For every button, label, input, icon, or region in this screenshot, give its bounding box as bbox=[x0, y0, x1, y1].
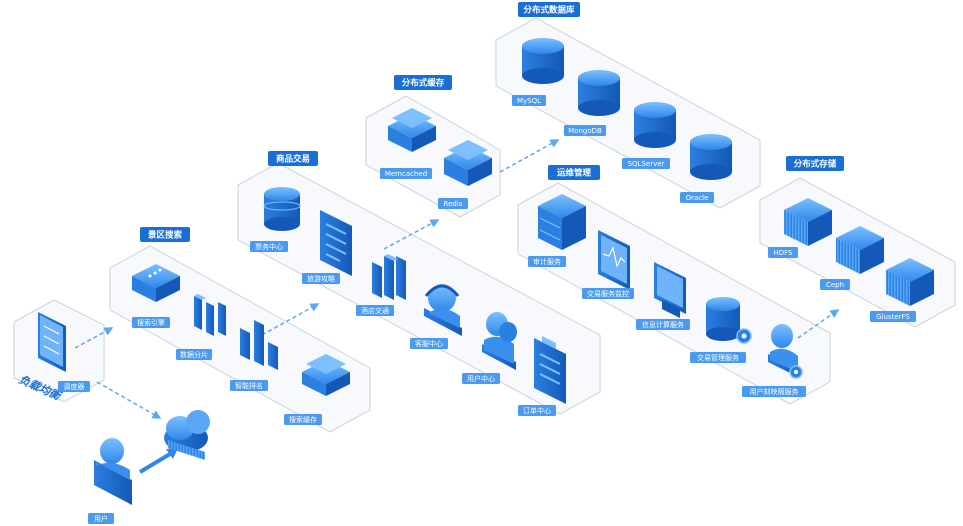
search-engine-icon[interactable] bbox=[132, 264, 180, 302]
tag-search-cache: 搜索缓存 bbox=[284, 414, 322, 425]
tag-glusterfs: GlusterFS bbox=[870, 311, 916, 322]
svg-text:客服中心: 客服中心 bbox=[415, 339, 443, 348]
tag-memcached: Memcached bbox=[380, 168, 432, 179]
tag-hotel-transport: 酒店交通 bbox=[356, 305, 394, 316]
connectors bbox=[74, 139, 840, 419]
header-scenic: 景区搜索 bbox=[140, 227, 190, 242]
svg-text:SQLServer: SQLServer bbox=[628, 160, 665, 168]
tag-ticket-center: 票务中心 bbox=[250, 241, 288, 252]
sqlserver-icon[interactable] bbox=[634, 102, 676, 148]
svg-text:用户刻映隔服务: 用户刻映隔服务 bbox=[750, 387, 799, 396]
svg-text:Redis: Redis bbox=[444, 200, 463, 208]
glusterfs-icon[interactable] bbox=[886, 258, 934, 306]
arrow-ops-to-storage bbox=[797, 309, 840, 339]
tag-audit-service: 审计服务 bbox=[528, 256, 566, 267]
svg-text:订单中心: 订单中心 bbox=[523, 406, 551, 415]
tag-travel-guide: 旅游攻略 bbox=[302, 273, 340, 284]
user-isolation-icon[interactable] bbox=[768, 324, 803, 379]
tag-data-shard: 数据分片 bbox=[176, 349, 212, 360]
svg-text:商品交易: 商品交易 bbox=[276, 154, 310, 165]
svg-text:Ceph: Ceph bbox=[826, 281, 844, 289]
svg-text:HDFS: HDFS bbox=[773, 249, 793, 257]
svg-text:智能排名: 智能排名 bbox=[235, 381, 263, 390]
tag-sqlserver: SQLServer bbox=[622, 158, 670, 169]
svg-text:Oracle: Oracle bbox=[686, 194, 709, 202]
mysql-icon[interactable] bbox=[522, 38, 564, 84]
header-commodity: 商品交易 bbox=[268, 151, 318, 166]
redis-icon[interactable] bbox=[444, 140, 492, 186]
tag-ranking: 智能排名 bbox=[230, 380, 268, 391]
svg-text:Memcached: Memcached bbox=[385, 170, 427, 178]
ceph-icon[interactable] bbox=[836, 226, 884, 274]
svg-text:审计服务: 审计服务 bbox=[533, 257, 561, 266]
tag-user-center: 用户中心 bbox=[462, 373, 500, 384]
tag-search-engine: 搜索引擎 bbox=[132, 317, 170, 328]
mongodb-icon[interactable] bbox=[578, 70, 620, 116]
arrow-scenic-to-commodity bbox=[261, 303, 320, 336]
cloud-icon[interactable] bbox=[164, 410, 210, 460]
header-storage: 分布式存储 bbox=[786, 156, 844, 171]
svg-text:用户中心: 用户中心 bbox=[467, 374, 495, 383]
tag-hdfs: HDFS bbox=[768, 247, 798, 258]
header-database: 分布式数据库 bbox=[518, 2, 580, 17]
hdfs-icon[interactable] bbox=[784, 198, 832, 246]
data-shard-icon[interactable] bbox=[194, 294, 226, 336]
svg-text:调度器: 调度器 bbox=[64, 382, 85, 391]
tag-user-isolation: 用户刻映隔服务 bbox=[742, 386, 806, 397]
svg-text:景区搜索: 景区搜索 bbox=[148, 230, 183, 241]
scheduler-icon[interactable] bbox=[38, 312, 66, 372]
svg-text:分布式缓存: 分布式缓存 bbox=[402, 78, 445, 89]
tag-oracle: Oracle bbox=[680, 192, 714, 203]
svg-text:信息计算服务: 信息计算服务 bbox=[642, 320, 684, 329]
user-center-icon[interactable] bbox=[482, 312, 517, 370]
arrow-cloud-to-scheduler bbox=[96, 381, 162, 419]
hotel-transport-icon[interactable] bbox=[372, 254, 406, 300]
tag-scheduler: 调度器 bbox=[58, 381, 90, 392]
ticket-center-icon[interactable] bbox=[263, 187, 301, 231]
tag-order-center: 订单中心 bbox=[518, 405, 556, 416]
tag-trade-management: 交易管理服务 bbox=[690, 352, 746, 363]
audit-service-icon[interactable] bbox=[538, 194, 586, 250]
tag-customer-service: 客服中心 bbox=[410, 338, 448, 349]
search-cache-icon[interactable] bbox=[302, 354, 350, 396]
tag-info-compute: 信息计算服务 bbox=[636, 319, 690, 330]
svg-text:交易服务监控: 交易服务监控 bbox=[587, 289, 629, 298]
tag-trade-monitor: 交易服务监控 bbox=[582, 288, 634, 299]
svg-text:数据分片: 数据分片 bbox=[180, 350, 208, 359]
tag-mongodb: MongoDB bbox=[564, 125, 606, 136]
svg-text:MongoDB: MongoDB bbox=[568, 127, 602, 135]
ranking-icon[interactable] bbox=[240, 320, 278, 370]
trade-management-icon[interactable] bbox=[706, 297, 752, 344]
trade-monitor-icon[interactable] bbox=[598, 230, 630, 290]
info-compute-icon[interactable] bbox=[654, 262, 686, 318]
svg-text:运维管理: 运维管理 bbox=[557, 168, 592, 179]
svg-text:搜索引擎: 搜索引擎 bbox=[137, 318, 165, 327]
arrow-user-to-cloud bbox=[138, 448, 178, 474]
svg-text:分布式数据库: 分布式数据库 bbox=[523, 5, 575, 16]
svg-text:交易管理服务: 交易管理服务 bbox=[697, 353, 739, 362]
header-ops: 运维管理 bbox=[548, 165, 600, 180]
svg-text:MySQL: MySQL bbox=[517, 97, 541, 105]
travel-guide-icon[interactable] bbox=[320, 210, 352, 276]
arrow-scheduler-to-scenic bbox=[74, 327, 114, 349]
tag-mysql: MySQL bbox=[512, 95, 546, 106]
order-center-icon[interactable] bbox=[534, 336, 566, 404]
svg-text:票务中心: 票务中心 bbox=[255, 242, 283, 251]
customer-service-icon[interactable] bbox=[424, 284, 462, 336]
memcached-icon[interactable] bbox=[388, 108, 436, 152]
header-cache: 分布式缓存 bbox=[394, 75, 452, 90]
tag-ceph: Ceph bbox=[820, 279, 850, 290]
user-icon[interactable] bbox=[94, 438, 132, 505]
svg-text:GlusterFS: GlusterFS bbox=[876, 313, 910, 321]
oracle-icon[interactable] bbox=[690, 134, 732, 180]
svg-text:酒店交通: 酒店交通 bbox=[361, 306, 389, 315]
tag-user: 用户 bbox=[88, 513, 114, 524]
svg-text:分布式存储: 分布式存储 bbox=[794, 159, 837, 170]
svg-text:旅游攻略: 旅游攻略 bbox=[307, 274, 335, 283]
arrow-commodity-to-cache bbox=[383, 219, 440, 250]
tag-redis: Redis bbox=[438, 198, 468, 209]
svg-text:搜索缓存: 搜索缓存 bbox=[289, 415, 317, 424]
svg-text:用户: 用户 bbox=[94, 514, 108, 523]
